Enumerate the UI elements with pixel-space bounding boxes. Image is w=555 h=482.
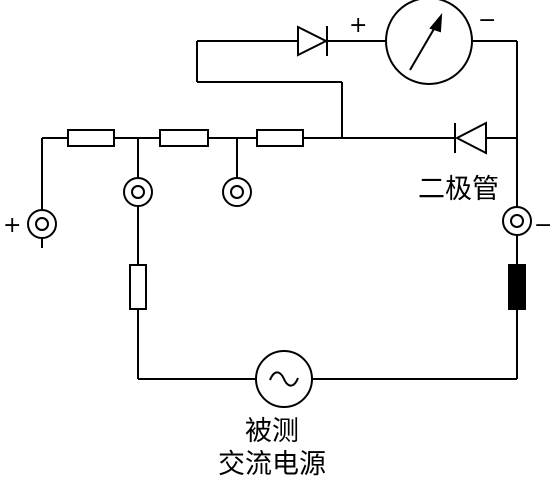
ac-source: [255, 350, 313, 408]
resistor-2: [159, 129, 209, 147]
terminal-minus[interactable]: [502, 206, 532, 236]
inductor-right: [508, 264, 526, 310]
resistor-left: [129, 264, 147, 310]
meter-minus-sign: −: [478, 8, 496, 33]
input-minus-sign: −: [534, 213, 552, 238]
input-plus-sign: +: [3, 213, 21, 238]
meter-plus-sign: +: [349, 13, 367, 38]
diode-label: 二极管: [418, 174, 499, 205]
terminal-tap-1[interactable]: [123, 177, 153, 207]
terminal-plus[interactable]: [27, 209, 57, 239]
terminal-tap-2[interactable]: [222, 177, 252, 207]
diode-upper: [297, 25, 329, 57]
source-label-line2: 交流电源: [218, 449, 326, 480]
source-label-line1: 被测: [245, 416, 299, 447]
wires: [41, 40, 518, 380]
resistor-3: [256, 129, 304, 147]
resistor-1: [67, 129, 115, 147]
diode-rail: [454, 121, 487, 155]
meter: [385, 0, 473, 85]
